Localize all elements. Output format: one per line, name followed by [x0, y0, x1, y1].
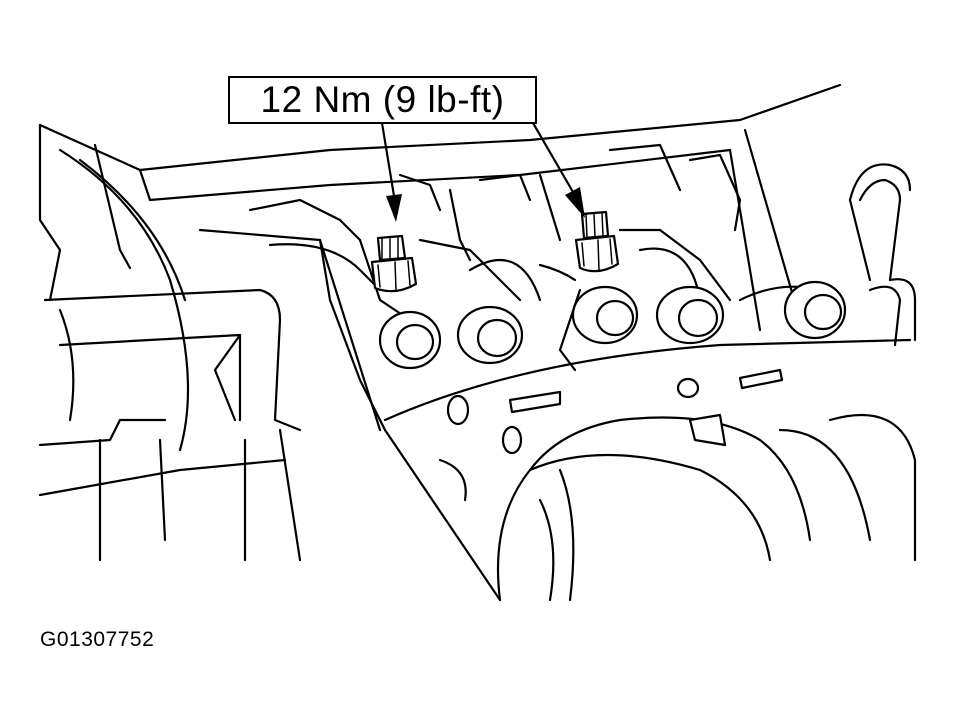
- torque-callout: 12 Nm (9 lb-ft): [228, 76, 537, 124]
- arrow-head-right: [565, 187, 585, 218]
- upper-cover: [38, 83, 842, 332]
- cylinder-block: [318, 238, 917, 602]
- leader-arrows: [380, 121, 585, 222]
- right-bracket: [848, 163, 912, 282]
- pressure-fitting-right: [574, 210, 620, 273]
- torque-label: 12 Nm (9 lb-ft): [260, 79, 505, 120]
- figure-id: G01307752: [40, 628, 155, 651]
- bore-cups: [378, 278, 917, 370]
- arrow-head-left: [386, 194, 402, 222]
- left-housing: [38, 123, 382, 562]
- pressure-fitting-left: [370, 234, 418, 293]
- injector-housings: [248, 143, 822, 372]
